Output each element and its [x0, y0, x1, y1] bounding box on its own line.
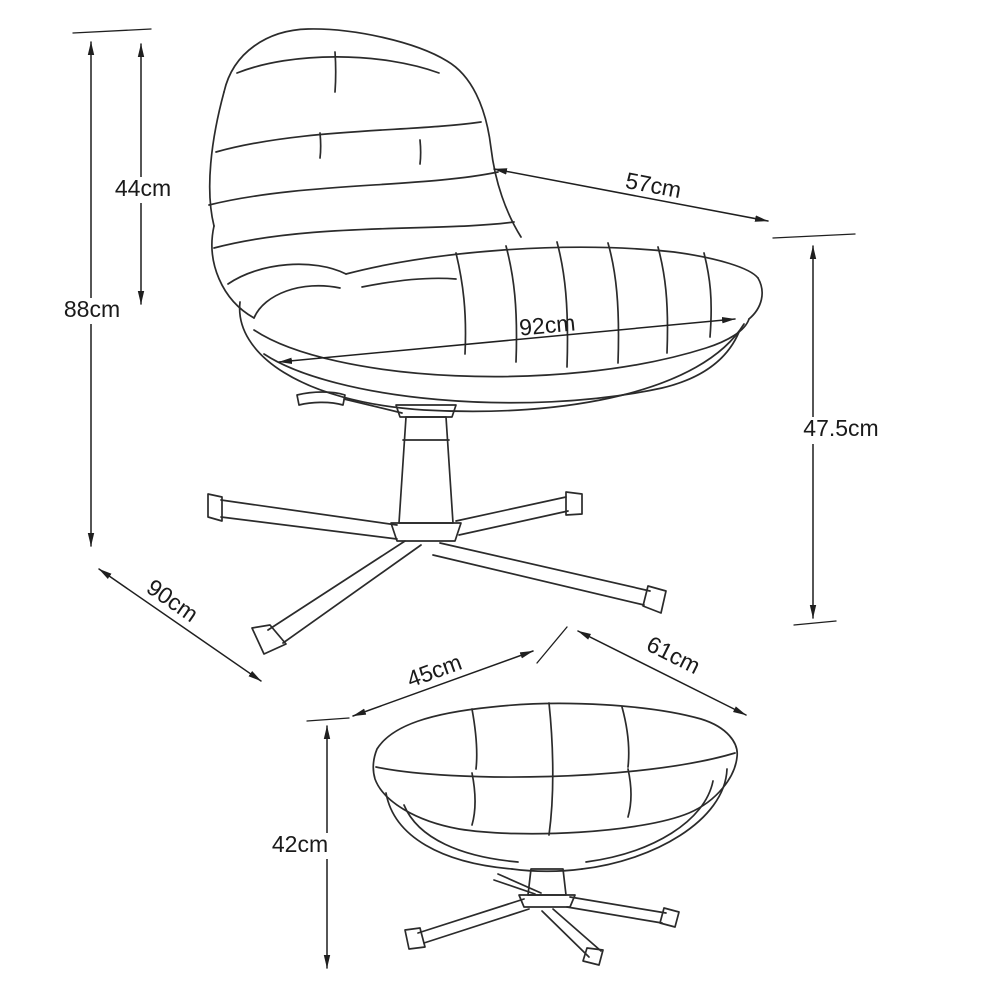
chair-back-tuft-seam	[208, 171, 499, 206]
dimension-seat-height: 47.5cm	[772, 233, 883, 626]
chair-armrest-inner	[253, 284, 341, 319]
stool-cushion-pleat	[471, 708, 478, 770]
dimension-label-backrest-depth: 57cm	[623, 167, 683, 203]
stool-base-leg	[566, 906, 663, 924]
stool-base-foot	[582, 947, 604, 966]
stool-cushion-outline	[372, 702, 738, 835]
label-mask	[111, 177, 175, 203]
chair-seat-pleat	[455, 252, 467, 355]
stool-base-leg	[493, 879, 536, 895]
dimension-stool-height: 42cm	[267, 717, 350, 969]
dimension-label-stool-depth: 61cm	[643, 631, 705, 679]
dimension-overall-height: 88cm	[59, 28, 152, 547]
chair-base-hub	[390, 522, 462, 542]
chair-seat-top-edge	[345, 246, 759, 279]
chair-seat-front-edge	[253, 318, 750, 378]
chair-base-leg	[267, 540, 406, 631]
chair-back-top-seam	[236, 56, 440, 74]
extension-tick	[772, 233, 856, 239]
chair-base-leg	[439, 542, 651, 592]
label-mask	[59, 298, 126, 324]
chair-base-foot	[207, 493, 223, 522]
dimension-base-width: 90cm	[98, 568, 262, 682]
dimension-line	[352, 650, 534, 717]
chair-back-tuft-seam	[215, 121, 482, 153]
dimension-line	[577, 630, 747, 716]
label-mask	[799, 417, 883, 444]
dimension-label-stool-width: 45cm	[403, 649, 465, 693]
stool-base-leg	[552, 908, 602, 952]
footstool-drawing	[372, 702, 738, 966]
chair-armrest-outer	[211, 225, 255, 319]
dimension-label-seat-width: 92cm	[518, 309, 576, 340]
chair-seat-pleat	[556, 241, 569, 368]
stool-base-leg	[417, 898, 525, 934]
stool-base-skirt-inner	[585, 780, 714, 863]
chair-back-pleat	[419, 139, 422, 165]
chair-base-leg	[458, 510, 569, 536]
dimension-backrest-depth: 57cm	[493, 167, 769, 222]
chair-back-outline	[223, 28, 522, 238]
dimension-line	[98, 568, 262, 682]
chair-column-plate	[395, 404, 457, 418]
stool-cushion-seam	[375, 752, 736, 778]
stool-base-leg	[423, 908, 530, 944]
extension-tick	[306, 717, 350, 722]
dimension-stool-depth: 61cm	[577, 630, 747, 716]
chair-back-pleat	[319, 132, 322, 159]
stool-base-skirt	[511, 868, 583, 873]
stool-cushion-seam	[548, 702, 554, 836]
chair-seat-pleat	[703, 252, 713, 338]
chair-gas-lever	[296, 391, 346, 406]
chair-back-tuft-seam	[213, 221, 515, 249]
chair-base-foot	[565, 491, 583, 516]
stool-cushion-pleat	[627, 768, 632, 818]
chair-armrest-top	[227, 263, 347, 285]
stool-base-foot	[659, 907, 680, 928]
stool-base-leg	[497, 873, 542, 894]
chair-seat-pleat	[505, 245, 518, 363]
stool-cushion-pleat	[621, 706, 630, 768]
chair-column-shaft	[398, 416, 454, 524]
stool-cushion-pleat	[471, 772, 476, 826]
stool-base-hub	[518, 894, 576, 908]
extension-tick	[536, 626, 568, 664]
chair-gas-lever-stem	[343, 398, 403, 414]
dimension-label-back-height: 44cm	[115, 175, 171, 201]
chair-back-left-edge	[208, 91, 225, 227]
stool-base-foot	[404, 927, 426, 950]
chair-seat-pleat	[657, 246, 669, 354]
chair-base-leg	[455, 496, 567, 522]
stool-base-skirt	[581, 768, 728, 870]
chair-base-leg	[220, 499, 398, 526]
stool-base-leg	[541, 910, 590, 958]
chair-shell-outer	[238, 301, 745, 413]
dimension-line	[493, 168, 769, 222]
extension-tick	[72, 28, 152, 34]
dimension-back-height: 44cm	[111, 43, 175, 305]
chair-seat-right-edge	[748, 277, 763, 320]
chair-back-pleat	[334, 51, 337, 93]
chair-base-leg	[432, 554, 645, 606]
dimension-label-stool-height: 42cm	[272, 831, 328, 857]
dimension-label-overall-height: 88cm	[64, 296, 120, 322]
chair-base-leg	[282, 544, 422, 644]
stool-base-skirt	[385, 792, 513, 870]
chair-seat-left-tuft	[361, 277, 457, 288]
chair-base-foot	[642, 585, 667, 614]
dimension-line	[278, 317, 736, 364]
dimension-seat-width: 92cm	[278, 309, 736, 364]
stool-base-leg	[569, 896, 667, 914]
dimension-label-seat-height: 47.5cm	[803, 415, 878, 441]
extension-tick	[793, 620, 837, 626]
chair-drawing	[207, 28, 763, 655]
chair-seat-pleat	[607, 242, 620, 364]
dimension-stool-width: 45cm	[352, 626, 568, 717]
chair-base-leg	[220, 516, 398, 540]
label-mask	[267, 833, 334, 859]
stool-base-skirt-inner	[403, 804, 519, 863]
stool-column	[527, 868, 567, 896]
